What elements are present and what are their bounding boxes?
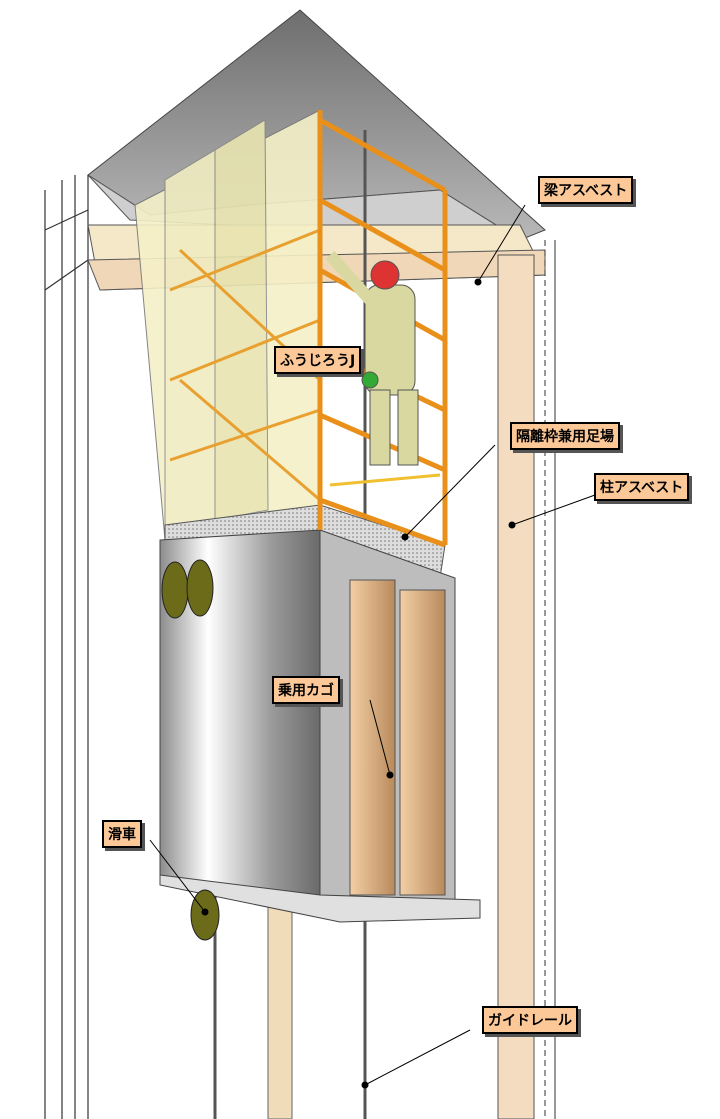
label-column-asbestos: 柱アスベスト	[594, 473, 690, 501]
label-guide-rail: ガイドレール	[482, 1006, 578, 1034]
car-door-right	[399, 589, 446, 896]
fujirou-enclosure	[134, 109, 321, 541]
shaft-walls	[44, 175, 89, 1119]
lower-rail	[267, 899, 293, 1119]
label-scaffold: 隔離枠兼用足場	[510, 422, 620, 450]
leader-lines	[149, 204, 596, 1089]
label-beam-asbestos: 梁アスベスト	[538, 176, 634, 204]
worker-figure	[325, 251, 419, 466]
label-pulley: 滑車	[102, 820, 142, 848]
car-door-left	[349, 579, 396, 896]
car-floor	[159, 874, 481, 923]
column	[497, 254, 535, 1119]
label-fujirou: ふうじろうJ	[274, 346, 362, 374]
label-car: 乗用カゴ	[272, 676, 340, 704]
inner-scaffold-frame	[169, 228, 322, 502]
